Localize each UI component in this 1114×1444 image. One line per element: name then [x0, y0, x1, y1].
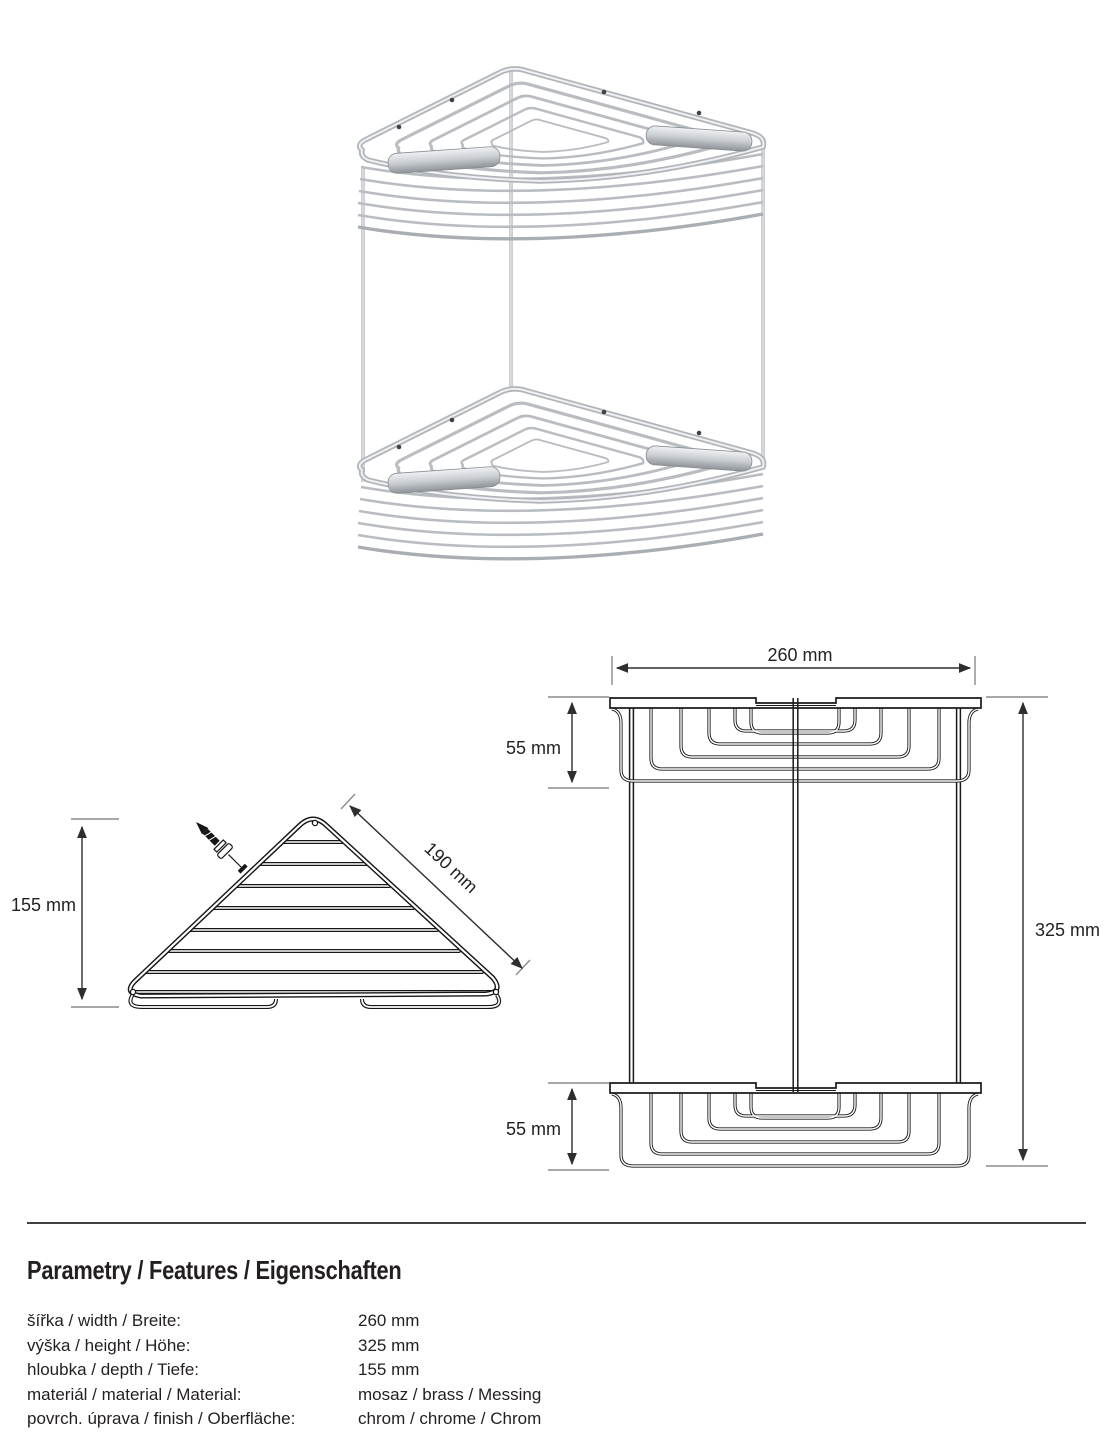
basket-tier	[358, 69, 764, 241]
side-rails	[628, 700, 962, 1090]
spec-value: 325 mm	[358, 1335, 420, 1355]
top-basket-height-dimension: 55 mm	[506, 696, 609, 789]
spec-value: chrom / chrome / Chrom	[358, 1409, 542, 1429]
top-view-drawing: 155 mm 190 mm	[11, 793, 531, 1009]
mounting-brackets	[387, 125, 753, 174]
bottom-basket-height-label: 55 mm	[506, 1119, 561, 1139]
spec-value: 260 mm	[358, 1311, 420, 1330]
spec-row-depth: hloubka / depth / Tiefe: 155 mm	[27, 1358, 727, 1383]
front-view-basket	[609, 697, 982, 783]
spec-row-height: výška / height / Höhe: 325 mm	[27, 1334, 727, 1359]
bottom-basket-height-dimension: 55 mm	[506, 1082, 609, 1171]
rim-outline-top-view	[127, 816, 502, 1009]
specs-table: šířka / width / Breite: 260 mm výška / h…	[27, 1309, 727, 1432]
edge-dimension-label: 190 mm	[420, 838, 481, 897]
front-view-drawing: 260 mm 55 mm 55 mm 325 mm	[506, 645, 1100, 1171]
spec-label: materiál / material / Material:	[27, 1384, 242, 1404]
screw-holes	[396, 89, 702, 130]
total-height-label: 325 mm	[1035, 920, 1100, 940]
separator-rule	[27, 1222, 1086, 1224]
depth-dimension: 155 mm	[11, 818, 119, 1008]
spec-label: povrch. úprava / finish / Oberfläche:	[27, 1409, 296, 1429]
total-height-dimension: 325 mm	[986, 696, 1100, 1167]
spec-label: hloubka / depth / Tiefe:	[27, 1360, 200, 1380]
center-rail	[792, 698, 799, 1092]
spec-row-finish: povrch. úprava / finish / Oberfläche: ch…	[27, 1407, 727, 1432]
photo-rails	[361, 71, 765, 482]
spec-label: šířka / width / Breite:	[27, 1311, 181, 1330]
spec-label: výška / height / Höhe:	[27, 1335, 191, 1355]
depth-dimension-label: 155 mm	[11, 895, 76, 915]
spec-row-material: materiál / material / Material: mosaz / …	[27, 1383, 727, 1408]
screw-icon	[196, 822, 248, 874]
width-dimension-label: 260 mm	[767, 645, 832, 665]
specs-title: Parametry / Features / Eigenschaften	[27, 1255, 402, 1285]
spec-row-width: šířka / width / Breite: 260 mm	[27, 1309, 727, 1334]
product-photo	[330, 45, 800, 600]
top-basket-height-label: 55 mm	[506, 738, 561, 758]
spec-value: mosaz / brass / Messing	[358, 1384, 542, 1404]
width-dimension: 260 mm	[611, 645, 976, 685]
spec-value: 155 mm	[358, 1360, 420, 1380]
